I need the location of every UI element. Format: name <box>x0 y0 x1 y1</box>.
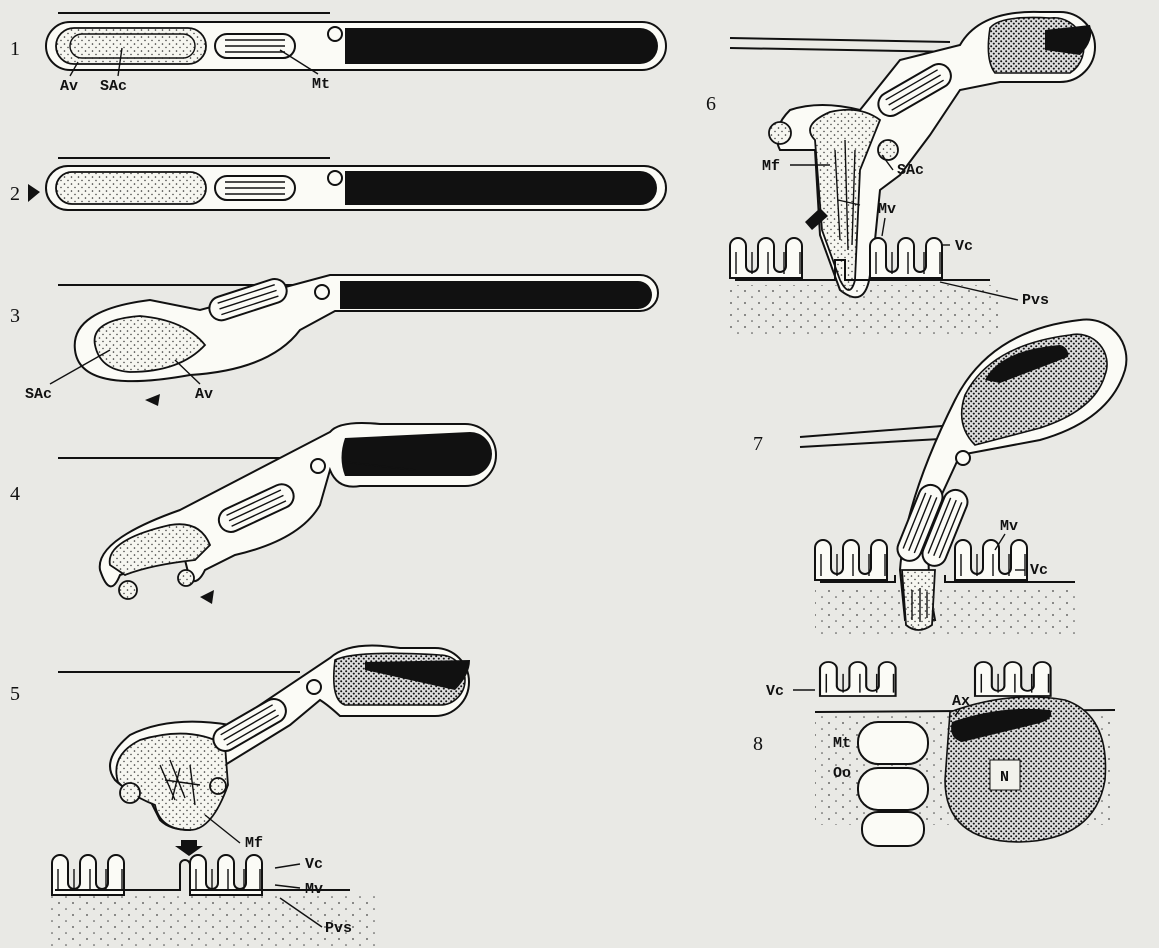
label-mf: Mf <box>762 158 780 175</box>
stage-8: 8 N Vc Ax Mt Oo <box>753 662 1115 846</box>
label-mf: Mf <box>245 835 263 852</box>
stage-6: 6 Mf SAc Mv Vc Pvs <box>706 12 1095 335</box>
stage-number: 3 <box>10 305 20 327</box>
label-ax: Ax <box>952 693 970 710</box>
arrow-icon <box>175 840 203 856</box>
label-mv: Mv <box>1000 518 1018 535</box>
stage-number: 6 <box>706 93 716 115</box>
label-mt: Mt <box>312 76 330 93</box>
arrow-icon <box>200 590 214 604</box>
stage-5: 5 Mf Vc Mv Pvs <box>10 646 470 948</box>
label-av: Av <box>60 78 78 95</box>
label-pvs: Pvs <box>325 920 352 937</box>
stage-2: 2 <box>10 158 666 210</box>
stage-number: 8 <box>753 733 763 755</box>
arrow-icon <box>28 184 40 202</box>
label-mt: Mt <box>833 735 851 752</box>
stage-number: 2 <box>10 183 20 205</box>
label-mv: Mv <box>878 201 896 218</box>
label-vc: Vc <box>1030 562 1048 579</box>
label-mv: Mv <box>305 881 323 898</box>
label-sac: SAc <box>25 386 52 403</box>
stage-number: 4 <box>10 483 20 505</box>
label-sac: SAc <box>100 78 127 95</box>
stage-number: 5 <box>10 683 20 705</box>
arrow-icon <box>145 394 160 406</box>
label-vc: Vc <box>955 238 973 255</box>
label-pvs: Pvs <box>1022 292 1049 309</box>
label-sac: SAc <box>897 162 924 179</box>
label-vc: Vc <box>766 683 784 700</box>
stage-number: 7 <box>753 433 763 455</box>
stage-3: 3 SAc Av <box>10 275 658 406</box>
stage-7: 7 Mv Vc <box>753 319 1126 637</box>
stage-1: 1 Av SAc Mt <box>10 13 666 95</box>
label-av: Av <box>195 386 213 403</box>
stage-number: 1 <box>10 38 20 60</box>
stage-4: 4 <box>10 423 496 604</box>
label-vc: Vc <box>305 856 323 873</box>
label-n: N <box>1000 769 1009 786</box>
label-oo: Oo <box>833 765 851 782</box>
